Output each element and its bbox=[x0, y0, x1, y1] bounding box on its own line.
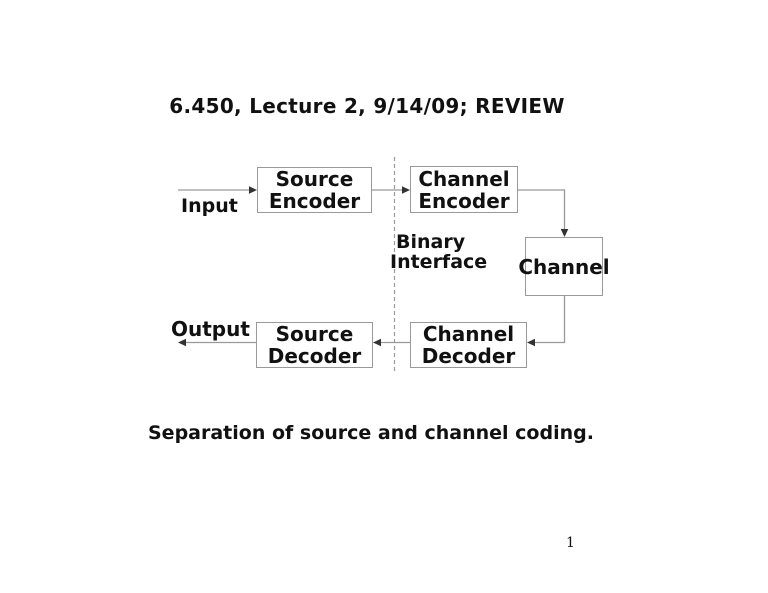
connector-channel-to-channel-decoder bbox=[532, 296, 566, 344]
channel-label: Channel bbox=[518, 254, 610, 279]
arrowhead-into-channel bbox=[560, 229, 569, 237]
binary-interface-label-line2: Interface bbox=[390, 251, 488, 273]
arrowhead-into-source-decoder bbox=[373, 338, 381, 347]
source-encoder-label-line2: Encoder bbox=[268, 189, 361, 213]
source-decoder-label-line2: Decoder bbox=[267, 344, 362, 368]
binary-interface-label: Binary Interface bbox=[390, 232, 487, 272]
source-decoder-box: Source Decoder bbox=[256, 322, 373, 368]
channel-decoder-label-line2: Decoder bbox=[421, 344, 516, 368]
channel-decoder-box: Channel Decoder bbox=[410, 322, 527, 368]
input-label: Input bbox=[181, 195, 238, 217]
arrowhead-into-channel-decoder bbox=[527, 338, 535, 347]
channel-encoder-label-line1: Channel bbox=[418, 166, 510, 191]
output-label: Output bbox=[171, 317, 250, 341]
source-decoder-label-line1: Source bbox=[275, 322, 354, 346]
slide-caption: Separation of source and channel coding. bbox=[148, 422, 594, 444]
channel-box: Channel bbox=[518, 237, 610, 296]
connector-channel-encoder-to-channel bbox=[518, 189, 566, 233]
source-encoder-label-line1: Source bbox=[275, 167, 354, 191]
arrowhead-into-channel-encoder bbox=[402, 186, 410, 194]
source-encoder-box: Source Encoder bbox=[257, 167, 372, 213]
binary-interface-label-line1: Binary bbox=[396, 231, 466, 253]
channel-encoder-box: Channel Encoder bbox=[410, 166, 518, 213]
channel-decoder-label-line1: Channel bbox=[422, 322, 515, 346]
slide-title: 6.450, Lecture 2, 9/14/09; REVIEW bbox=[169, 94, 565, 118]
page-number: 1 bbox=[566, 535, 575, 551]
arrowhead-into-source-encoder bbox=[249, 186, 257, 194]
channel-encoder-label-line2: Encoder bbox=[418, 188, 510, 213]
